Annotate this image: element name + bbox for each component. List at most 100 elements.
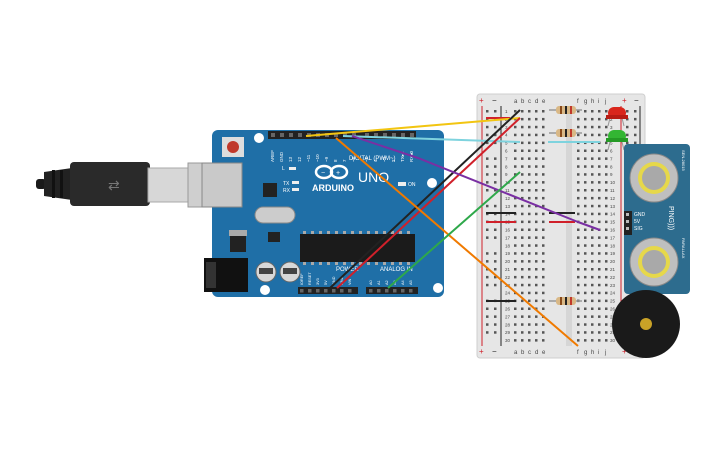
breadboard-hole[interactable] [598,165,601,168]
breadboard-hole[interactable] [535,323,538,326]
breadboard-hole[interactable] [514,181,517,184]
breadboard-hole[interactable] [577,117,580,121]
digital-pin-header[interactable] [268,131,416,139]
resistor-3[interactable] [549,297,582,305]
breadboard-hole[interactable] [605,196,608,200]
rail-hole[interactable] [494,268,497,271]
rail-hole[interactable] [494,133,497,137]
power-pin-header[interactable] [298,287,358,294]
breadboard-hole[interactable] [528,133,531,137]
breadboard-hole[interactable] [535,260,538,263]
breadboard-hole[interactable] [577,165,580,168]
breadboard-hole[interactable] [591,149,594,153]
breadboard-hole[interactable] [605,339,608,342]
breadboard-hole[interactable] [577,110,580,113]
breadboard-hole[interactable] [542,165,545,168]
rail-hole[interactable] [634,117,637,121]
rail-hole[interactable] [494,252,497,255]
breadboard-hole[interactable] [605,141,608,145]
rail-hole[interactable] [626,133,629,137]
breadboard-hole[interactable] [577,275,580,279]
breadboard-hole[interactable] [528,149,531,153]
breadboard-hole[interactable] [605,260,608,263]
breadboard-hole[interactable] [535,189,538,192]
breadboard-hole[interactable] [598,275,601,279]
breadboard-hole[interactable] [542,323,545,326]
rail-hole[interactable] [486,307,489,311]
breadboard-hole[interactable] [542,212,545,216]
rail-hole[interactable] [486,181,489,184]
breadboard-hole[interactable] [584,196,587,200]
breadboard-hole[interactable] [598,299,601,303]
breadboard-hole[interactable] [535,307,538,311]
breadboard-hole[interactable] [514,260,517,263]
digital-pin-hole[interactable] [343,133,347,137]
breadboard-jumpers[interactable] [486,117,600,302]
rail-hole[interactable] [486,228,489,232]
breadboard-hole[interactable] [584,299,587,303]
breadboard-hole[interactable] [514,228,517,232]
breadboard-hole[interactable] [591,228,594,232]
breadboard-hole[interactable] [591,189,594,192]
breadboard-hole[interactable] [542,299,545,303]
breadboard-hole[interactable] [514,141,517,145]
breadboard-hole[interactable] [514,323,517,326]
power-pin-hole[interactable] [316,289,320,293]
breadboard-hole[interactable] [598,204,601,208]
breadboard-hole[interactable] [605,157,608,160]
breadboard-hole[interactable] [577,149,580,153]
breadboard-hole[interactable] [535,283,538,287]
breadboard-hole[interactable] [584,181,587,184]
rail-hole[interactable] [494,181,497,184]
breadboard-hole[interactable] [528,283,531,287]
breadboard-hole[interactable] [542,189,545,192]
breadboard-hole[interactable] [605,220,608,224]
power-pin-hole[interactable] [300,289,304,293]
breadboard-hole[interactable] [605,181,608,184]
breadboard-hole[interactable] [591,117,594,121]
analog-pin-header[interactable] [366,287,418,294]
breadboard-hole[interactable] [514,125,517,129]
breadboard-hole[interactable] [528,110,531,113]
rail-hole[interactable] [634,133,637,137]
breadboard-hole[interactable] [605,252,608,255]
rail-hole[interactable] [486,275,489,279]
breadboard-hole[interactable] [528,260,531,263]
breadboard-hole[interactable] [584,189,587,192]
breadboard-hole[interactable] [521,196,524,200]
breadboard-hole[interactable] [528,331,531,334]
breadboard-hole[interactable] [598,283,601,287]
breadboard-hole[interactable] [542,244,545,247]
breadboard-hole[interactable] [577,339,580,342]
breadboard-hole[interactable] [528,307,531,311]
breadboard-hole[interactable] [584,236,587,239]
breadboard-hole[interactable] [514,110,517,113]
breadboard-hole[interactable] [577,181,580,184]
breadboard-hole[interactable] [514,307,517,311]
breadboard-hole[interactable] [521,189,524,192]
breadboard-hole[interactable] [598,236,601,239]
breadboard-hole[interactable] [584,260,587,263]
breadboard-hole[interactable] [591,291,594,295]
breadboard-hole[interactable] [542,252,545,255]
wires[interactable] [305,109,601,347]
breadboard-hole[interactable] [521,173,524,176]
breadboard-hole[interactable] [591,125,594,129]
breadboard-hole[interactable] [542,236,545,239]
breadboard-hole[interactable] [591,268,594,271]
breadboard-hole[interactable] [577,236,580,239]
rail-hole[interactable] [494,189,497,192]
breadboard-hole[interactable] [528,212,531,216]
rail-hole[interactable] [486,125,489,129]
breadboard-hole[interactable] [535,157,538,160]
breadboard-hole[interactable] [591,220,594,224]
breadboard-hole[interactable] [584,220,587,224]
rail-hole[interactable] [626,110,629,113]
breadboard-hole[interactable] [535,331,538,334]
breadboard-hole[interactable] [605,173,608,176]
breadboard-hole[interactable] [535,275,538,279]
breadboard-hole[interactable] [521,283,524,287]
digital-pin-hole[interactable] [271,133,275,137]
breadboard-hole[interactable] [535,236,538,239]
